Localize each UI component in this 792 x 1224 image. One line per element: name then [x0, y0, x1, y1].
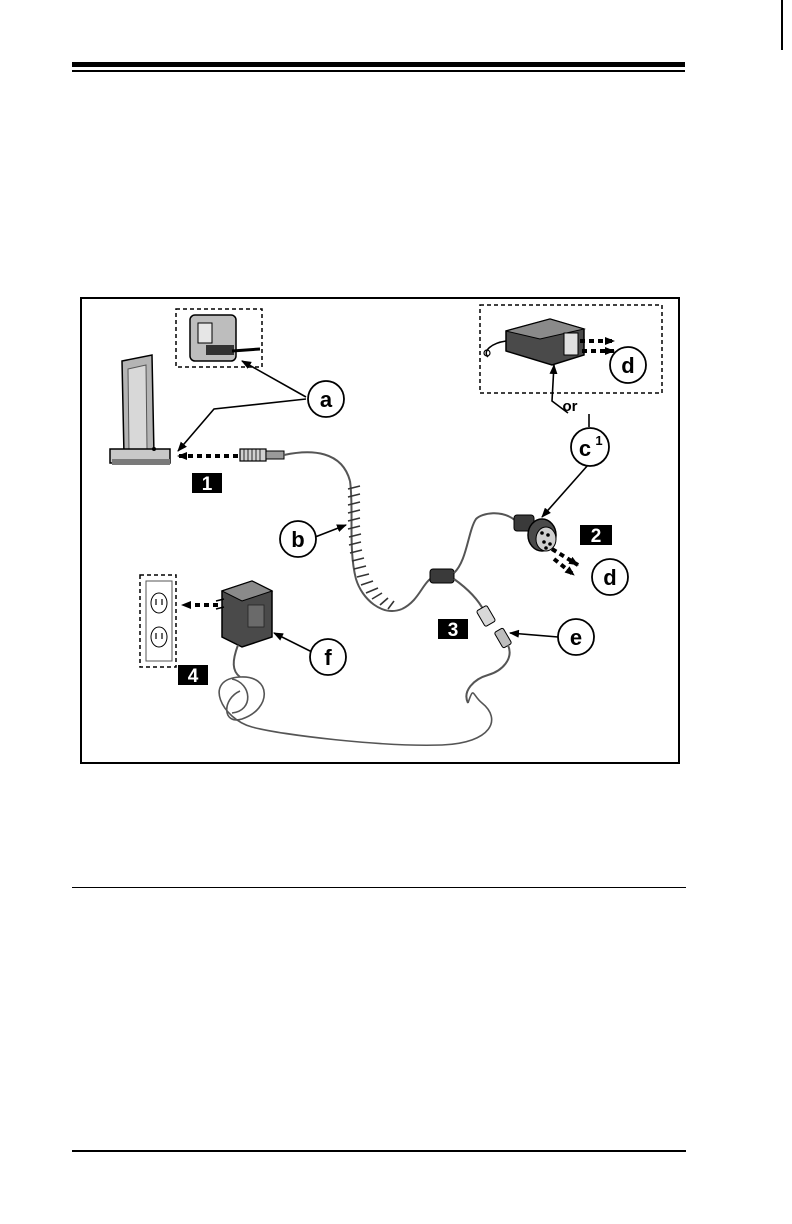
callout-c-label: c [579, 436, 591, 461]
callout-d2: d [592, 559, 628, 595]
connection-diagram: a d c 1 b d e f or 1 2 3 4 [80, 297, 680, 764]
power-cord [219, 677, 491, 745]
callout-c: c 1 [571, 428, 609, 466]
or-label: or [563, 398, 578, 415]
cable-plug [240, 449, 284, 461]
callout-b: b [280, 521, 316, 557]
header-rule-thick [72, 62, 685, 67]
step-badge-2: 2 [580, 525, 612, 547]
callout-d1-label: d [621, 353, 634, 378]
step-2-label: 2 [591, 526, 602, 547]
power-jack [466, 605, 511, 703]
callout-d1: d [610, 347, 646, 383]
step-badge-1: 1 [192, 473, 222, 495]
callout-b-label: b [291, 527, 304, 552]
section-rule [72, 887, 686, 888]
step-1-label: 1 [202, 474, 213, 495]
callout-f-label: f [324, 645, 332, 670]
callout-a-label: a [320, 387, 333, 412]
inset-port-box [176, 309, 262, 367]
dashed-arrows [178, 341, 614, 605]
callout-c-superscript: 1 [595, 433, 602, 448]
step-badge-4: 4 [178, 665, 208, 687]
callout-a: a [308, 381, 344, 417]
footer-rule [72, 1150, 686, 1152]
header-rule-thin [72, 70, 685, 72]
callout-d2-label: d [603, 565, 616, 590]
callout-e: e [558, 619, 594, 655]
din-connector [514, 515, 556, 551]
step-3-label: 3 [448, 620, 459, 641]
wall-outlet [140, 575, 176, 667]
callout-f: f [310, 639, 346, 675]
power-supply [216, 581, 272, 677]
cable-splitter [430, 513, 516, 611]
crop-mark [781, 0, 783, 50]
step-4-label: 4 [188, 666, 199, 687]
callout-e-label: e [570, 625, 582, 650]
step-badge-3: 3 [438, 619, 468, 641]
scanner-stand [110, 355, 170, 465]
